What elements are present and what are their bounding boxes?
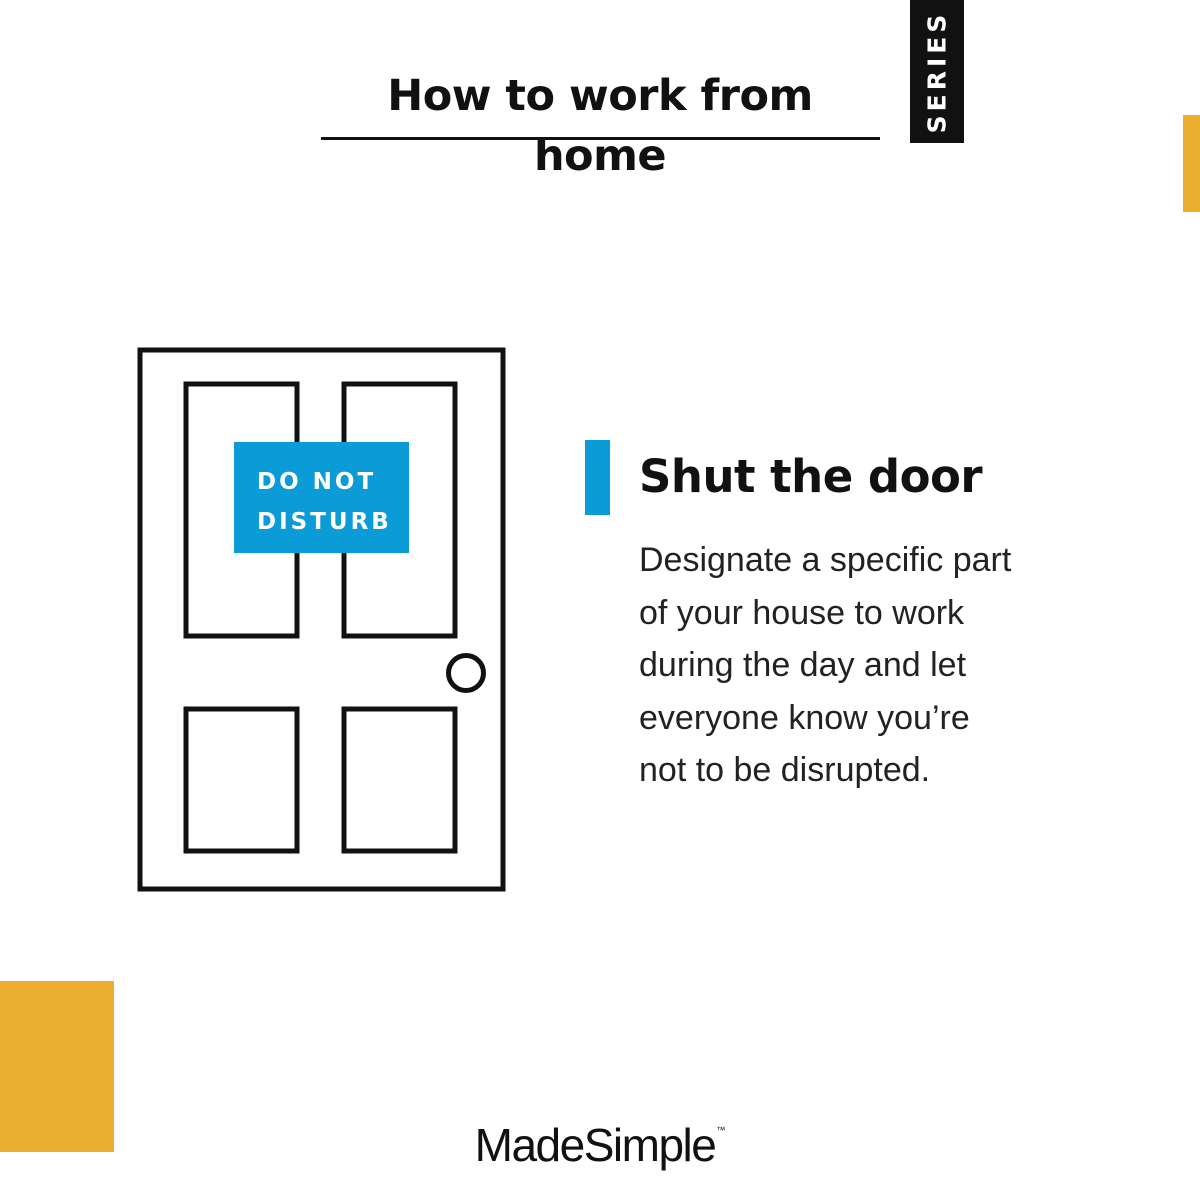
series-tag: SERIES <box>910 0 964 143</box>
do-not-disturb-sign: DO NOT DISTURB <box>234 442 409 553</box>
tip-body-line: everyone know you’re <box>639 698 970 737</box>
tip-body-line: during the day and let <box>639 646 967 684</box>
tip-body-line: of your house to work <box>639 593 965 632</box>
tip-accent-bar <box>585 440 610 515</box>
sign-line-1: DO NOT <box>257 469 377 495</box>
sign-text: DO NOT DISTURB <box>257 462 407 542</box>
logo-text: MadeSimple <box>474 1119 717 1171</box>
accent-block-bottom-left <box>0 981 114 1152</box>
door-knob <box>446 653 486 693</box>
door-frame <box>137 347 506 892</box>
tip-body-line: Designate a specific part <box>639 541 1012 579</box>
tip-body: Designate a specific part of your house … <box>639 534 1059 797</box>
accent-bar-top-right <box>1183 115 1200 212</box>
tip-heading: Shut the door <box>639 450 983 503</box>
title-underline <box>321 137 880 140</box>
tip-body-line: not to be disrupted. <box>639 751 931 789</box>
door-panel-bottom-right <box>341 706 458 854</box>
trademark-symbol: ™ <box>716 1125 726 1135</box>
madesimple-logo: MadeSimple™ <box>420 1098 780 1177</box>
door-panel-bottom-left <box>183 706 300 854</box>
sign-line-2: DISTURB <box>257 509 392 535</box>
